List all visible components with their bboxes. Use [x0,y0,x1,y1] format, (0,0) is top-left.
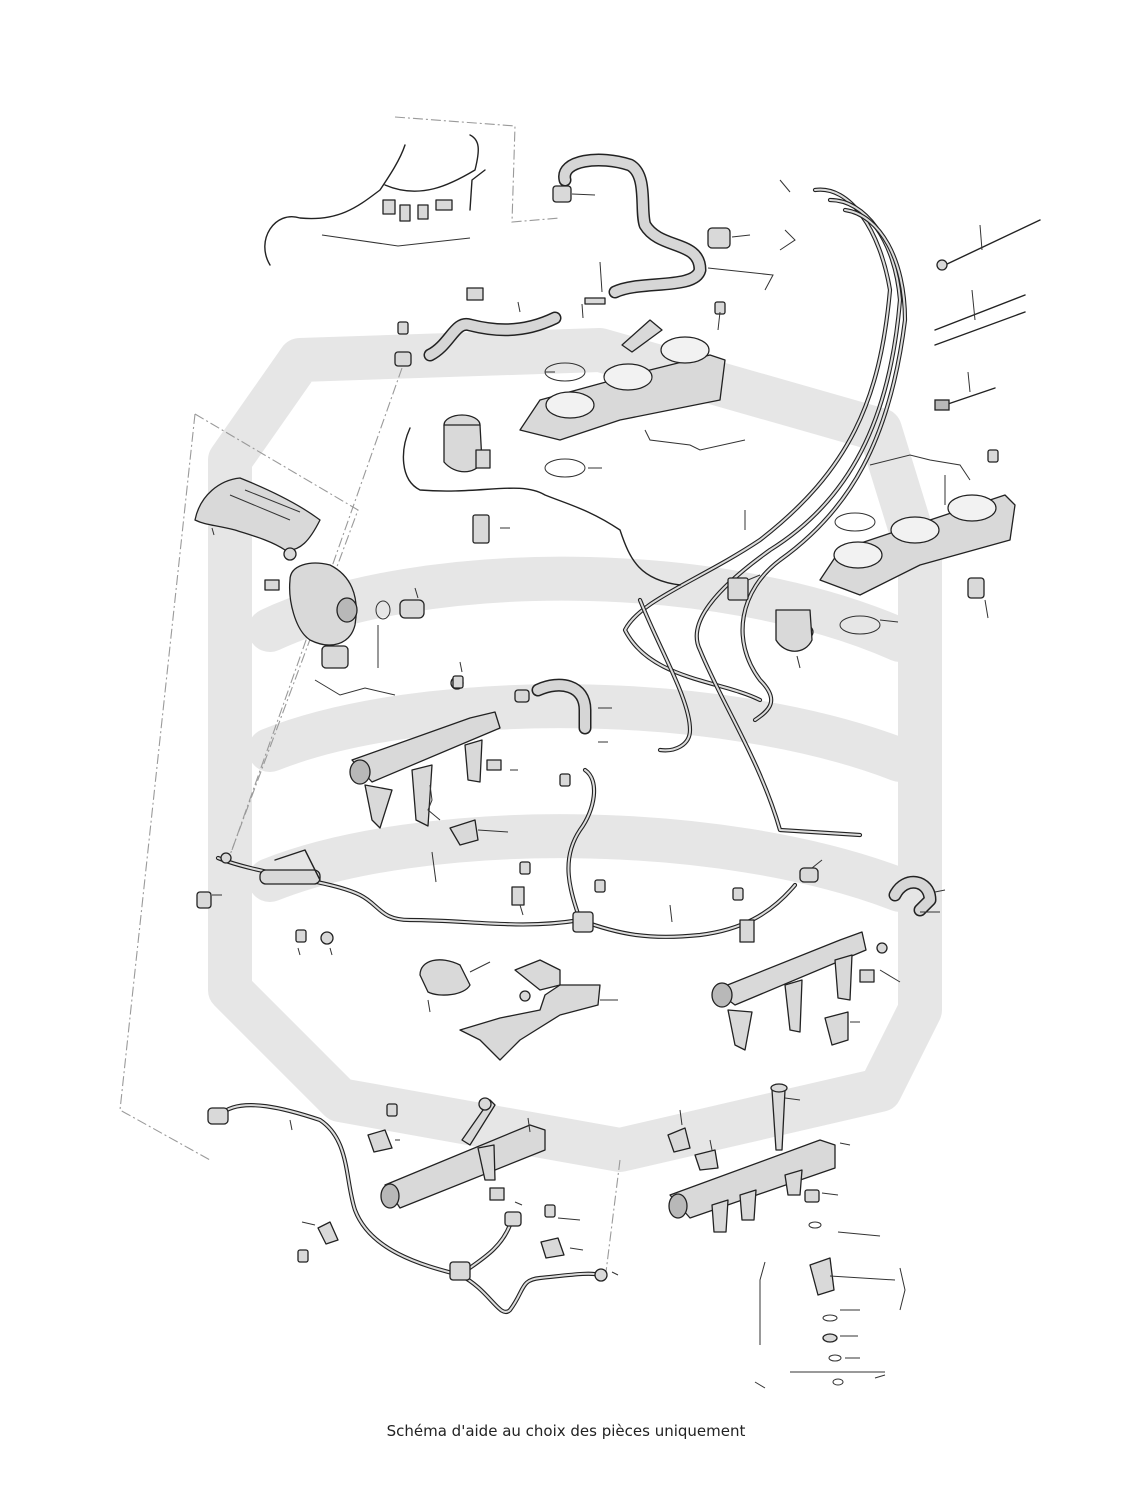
intake-manifold-upper [519,319,726,478]
callout-lines [211,179,989,1389]
fuel-pipe-bundle [622,187,908,838]
heat-shield [194,477,321,551]
diagram-caption: Schéma d'aide au choix des pièces unique… [386,1422,746,1440]
pressure-sensor-bracket [419,959,601,1061]
solenoid-valve-lower [727,577,814,652]
bolt-icons [295,301,999,1263]
fuel-supply-line [196,767,798,945]
solenoid-valve-upper [402,414,681,586]
brand-watermark-logo [208,328,942,1172]
fuel-rail-right [711,867,937,1051]
vacuum-hose-middle [394,287,562,367]
cable-ties [934,219,1041,411]
fuel-rail-tube-left [367,1097,565,1259]
high-pressure-fuel-pump [264,547,425,696]
intake-manifold-lower [819,494,1016,635]
fuel-line-lower [207,1103,608,1315]
fuel-hose-top [552,153,731,305]
wiring-harness-top [264,134,486,266]
fuel-rail-tube-right [667,1083,844,1386]
